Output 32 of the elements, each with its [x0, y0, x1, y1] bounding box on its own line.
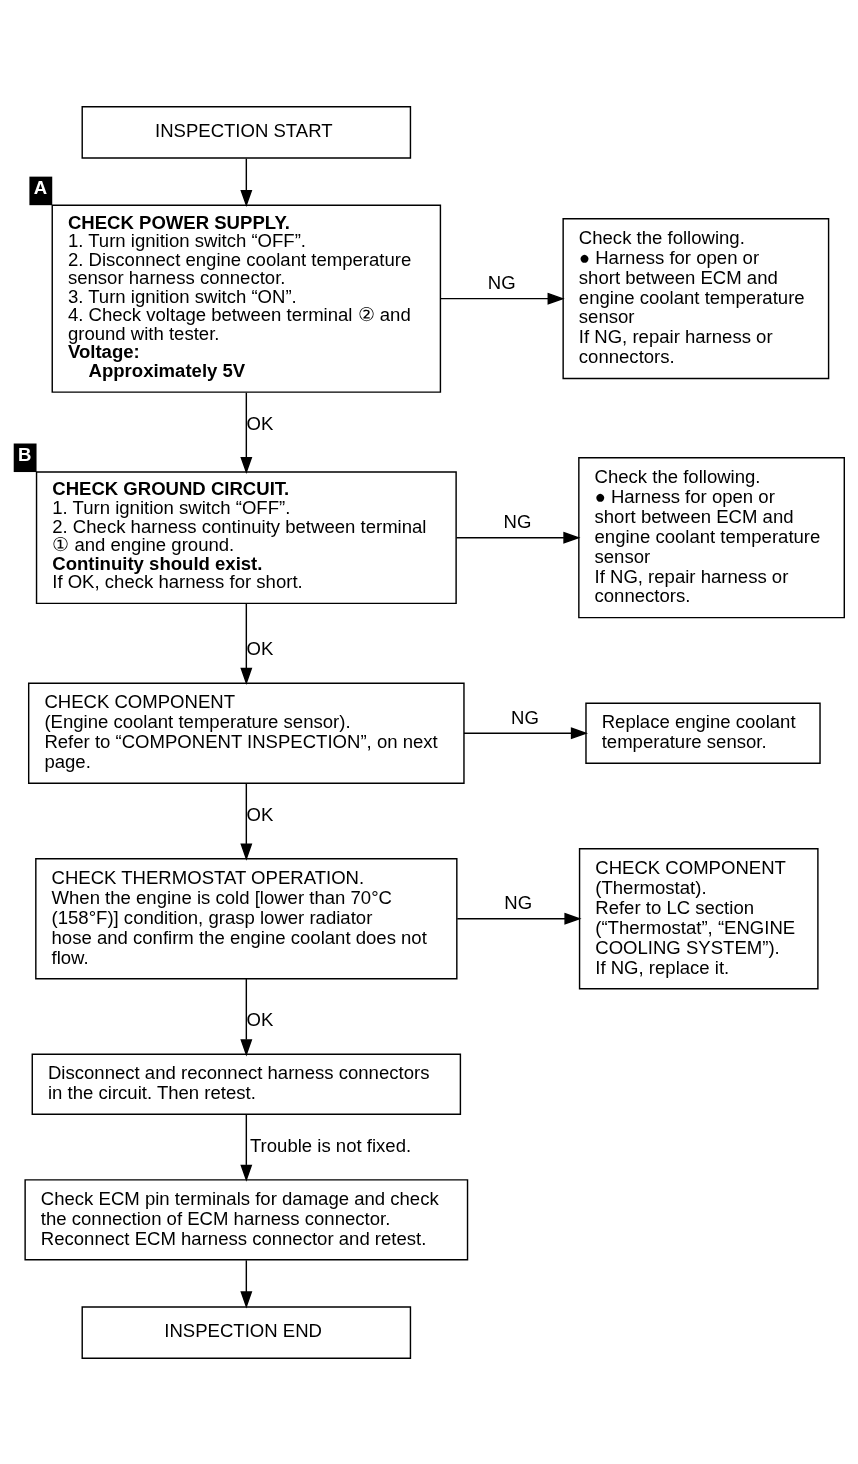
node-box: Check the following. ● Harness for open or short between ECM and engine coolant temperature sensor If NG, repair harness or connectors.: [562, 217, 830, 379]
edge-label: NG: [503, 510, 532, 532]
arrow: [240, 157, 253, 207]
node-box: CHECK COMPONENT (Engine coolant temperature sensor). Refer to “COMPONENT INSPECTION”, on next page.: [27, 682, 465, 784]
edge-label: OK: [246, 412, 274, 434]
edge-label: OK: [246, 637, 274, 659]
edge-label: NG: [511, 706, 539, 728]
arrow: [240, 977, 253, 1056]
arrow: [455, 531, 581, 544]
edge-label: NG: [487, 271, 516, 293]
node-box: Disconnect and reconnect harness connectors in the circuit. Then retest.: [31, 1053, 462, 1115]
node-box: CHECK THERMOSTAT OPERATION. When the engine is cold [lower than 70°C (158°F)] condition, grasp lower radiator hose and confirm the engine coolant does not flow.: [35, 857, 458, 979]
node-box: Replace engine coolant temperature sensor.: [585, 702, 821, 764]
node-label: B: [17, 443, 32, 465]
edge-label: NG: [504, 891, 533, 913]
node-box: INSPECTION START: [81, 105, 412, 159]
edge-label: OK: [246, 803, 274, 825]
node-box: CHECK COMPONENT (Thermostat). Refer to LC section (“Thermostat”, “ENGINE COOLING SYSTEM”). If NG, replace it.: [578, 847, 819, 989]
node-box: Check the following. ● Harness for open or short between ECM and engine coolant temperature sensor If NG, repair harness or connectors.: [578, 456, 845, 618]
node-label: A: [33, 176, 48, 198]
arrow: [456, 912, 582, 925]
node-box: INSPECTION END: [81, 1305, 412, 1359]
edge-label: Trouble is not fixed.: [249, 1134, 412, 1156]
arrow: [463, 726, 588, 739]
arrow: [240, 1259, 253, 1308]
arrow: [240, 602, 253, 685]
edge-label: OK: [246, 1008, 274, 1030]
arrow: [240, 391, 253, 474]
arrow: [440, 292, 565, 305]
node-box: Check ECM pin terminals for damage and check the connection of ECM harness connector. Reconnect ECM harness connector and retest.: [24, 1178, 469, 1261]
arrow: [240, 1113, 253, 1182]
arrow: [240, 782, 253, 861]
